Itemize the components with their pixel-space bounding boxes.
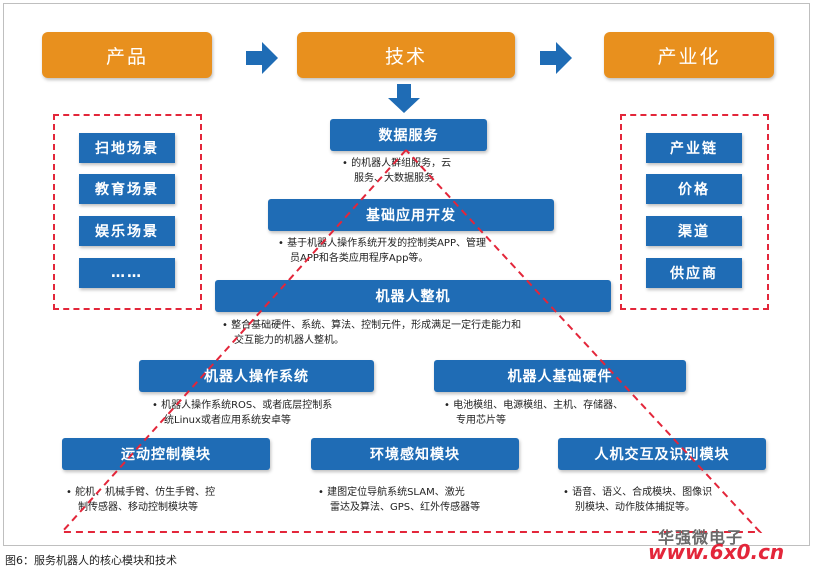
robot-whole-desc: • 整合基础硬件、系统、算法、控制元件，形成满足一定行走能力和 交互能力的机器人… <box>222 320 522 346</box>
basic-app-desc: • 基于机器人操作系统开发的控制类APP、管理 员APP和各类应用程序App等。 <box>278 238 486 264</box>
technology-header: 技术 <box>297 32 515 78</box>
scenario-item: …… <box>79 258 175 288</box>
watermark-brand: 华强微电子 <box>658 528 744 547</box>
os-desc: • 机器人操作系统ROS、或者底层控制系 统Linux或者应用系统安卓等 <box>152 400 333 426</box>
industrialization-header: 产业化 <box>604 32 774 78</box>
data-service-box: 数据服务 <box>330 119 487 151</box>
scenario-item: 扫地场景 <box>79 133 175 163</box>
diagram-frame <box>3 3 810 546</box>
product-header: 产品 <box>42 32 212 78</box>
hardware-box: 机器人基础硬件 <box>434 360 686 392</box>
industrialization-box <box>620 114 769 310</box>
watermark-site: www.6x0.cn <box>648 540 785 564</box>
robot-whole-box: 机器人整机 <box>215 280 611 312</box>
industry-item: 渠道 <box>646 216 742 246</box>
scenario-item: 教育场景 <box>79 174 175 204</box>
industry-item: 产业链 <box>646 133 742 163</box>
hci-box: 人机交互及识别模块 <box>558 438 766 470</box>
industry-item: 价格 <box>646 174 742 204</box>
motion-box: 运动控制模块 <box>62 438 270 470</box>
os-box: 机器人操作系统 <box>139 360 374 392</box>
data-service-desc: • 的机器人群组服务，云 服务、大数据服务 <box>342 158 452 184</box>
down-arrow-icon <box>388 84 420 113</box>
industry-item: 供应商 <box>646 258 742 288</box>
figure-caption: 图6：服务机器人的核心模块和技术 <box>5 554 177 567</box>
right-arrow-icon <box>246 42 278 74</box>
motion-desc: • 舵机、机械手臂、仿生手臂、控 制传感器、移动控制模块等 <box>66 487 216 513</box>
hci-desc: • 语音、语义、合成模块、图像识 别模块、动作肢体捕捉等。 <box>563 487 713 513</box>
scenario-item: 娱乐场景 <box>79 216 175 246</box>
perception-desc: • 建图定位导航系统SLAM、激光 雷达及算法、GPS、红外传感器等 <box>318 487 481 513</box>
hardware-desc: • 电池模组、电源模组、主机、存储器、 专用芯片等 <box>444 400 624 426</box>
perception-box: 环境感知模块 <box>311 438 519 470</box>
product-scenarios-box <box>53 114 202 310</box>
right-arrow-icon <box>540 42 572 74</box>
basic-app-box: 基础应用开发 <box>268 199 554 231</box>
